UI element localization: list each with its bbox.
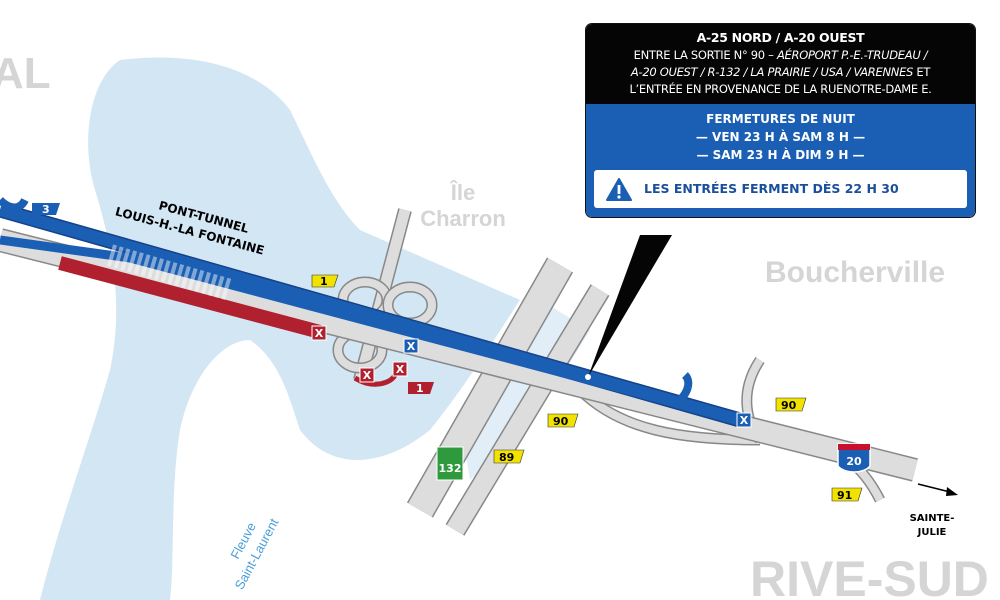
closed-ramp-icon: X <box>359 367 375 383</box>
svg-text:X: X <box>396 363 405 376</box>
exit-90-shield-east: 90 <box>775 397 807 412</box>
river-water <box>40 57 520 600</box>
warning-triangle-icon <box>606 177 632 201</box>
warning-banner: LES ENTRÉES FERMENT DÈS 22 H 30 <box>594 170 967 208</box>
route-132-shield: 132 <box>436 446 464 481</box>
desc-destinations: AÉROPORT P.-E.-TRUDEAU / <box>776 48 928 62</box>
svg-text:3: 3 <box>42 203 50 216</box>
svg-text:20: 20 <box>846 455 862 468</box>
svg-text:X: X <box>740 414 749 427</box>
svg-text:132: 132 <box>439 462 462 475</box>
closure-description: A-25 NORD / A-20 OUEST ENTRE LA SORTIE N… <box>586 24 975 104</box>
destination-julie: JULIE <box>917 527 947 538</box>
svg-text:91: 91 <box>837 489 852 502</box>
destination-sainte: SAINTE- <box>910 513 955 524</box>
arrow-head <box>946 487 958 496</box>
exit-89-shield: 89 <box>493 449 525 464</box>
direction-arrow-icon <box>917 483 951 493</box>
exit-1-closed-shield: 1 <box>408 382 434 395</box>
closure-route-title: A-25 NORD / A-20 OUEST <box>696 30 865 45</box>
exit-90-shield: 90 <box>547 413 579 428</box>
desc-text-3: L’ENTRÉE EN PROVENANCE DE LA RUENOTRE-DA… <box>629 82 932 96</box>
place-ile: Île <box>450 180 475 205</box>
exit-3-shield: 3 <box>32 203 60 216</box>
svg-text:90: 90 <box>781 399 797 412</box>
closure-info-box: A-25 NORD / A-20 OUEST ENTRE LA SORTIE N… <box>586 24 975 217</box>
warning-text: LES ENTRÉES FERMENT DÈS 22 H 30 <box>644 181 899 196</box>
closure-schedule: FERMETURES DE NUIT — VEN 23 H À SAM 8 H … <box>586 104 975 217</box>
river-label: Fleuve Saint-Laurent <box>227 516 281 592</box>
place-rive-sud: RIVE-SUD <box>750 551 989 600</box>
exit-91-shield: 91 <box>831 487 863 502</box>
svg-text:89: 89 <box>499 451 514 464</box>
desc-text: ENTRE LA SORTIE N° 90 – <box>633 48 777 62</box>
closed-ramp-icon: X <box>392 361 408 377</box>
place-charron: Charron <box>420 206 506 231</box>
highway-a25-a20 <box>0 197 918 482</box>
place-montreal: AL <box>0 49 51 98</box>
closed-entrance-icon: X <box>403 338 419 354</box>
svg-text:90: 90 <box>553 415 569 428</box>
svg-text:1: 1 <box>320 275 328 288</box>
desc-text-2: ET <box>913 65 931 79</box>
closed-lanes-eastbound <box>58 256 322 339</box>
a20-shield: 20 <box>837 443 871 473</box>
closure-markers: X X X X X <box>311 325 752 428</box>
svg-text:X: X <box>407 340 416 353</box>
svg-text:1: 1 <box>416 382 424 395</box>
desc-destinations-2: A-20 OUEST / R-132 / LA PRAIRIE / USA / … <box>630 65 914 79</box>
closure-period-1: — VEN 23 H À SAM 8 H — <box>695 130 866 144</box>
place-boucherville: Boucherville <box>765 256 945 289</box>
closure-title: FERMETURES DE NUIT <box>706 112 855 126</box>
exit-1-shield: 1 <box>311 274 339 288</box>
svg-text:X: X <box>315 327 324 340</box>
closed-entrance-icon: X <box>736 412 752 428</box>
closed-ramp-icon: X <box>311 325 327 341</box>
closure-period-2: — SAM 23 H À DIM 9 H — <box>696 148 865 162</box>
svg-text:X: X <box>363 369 372 382</box>
